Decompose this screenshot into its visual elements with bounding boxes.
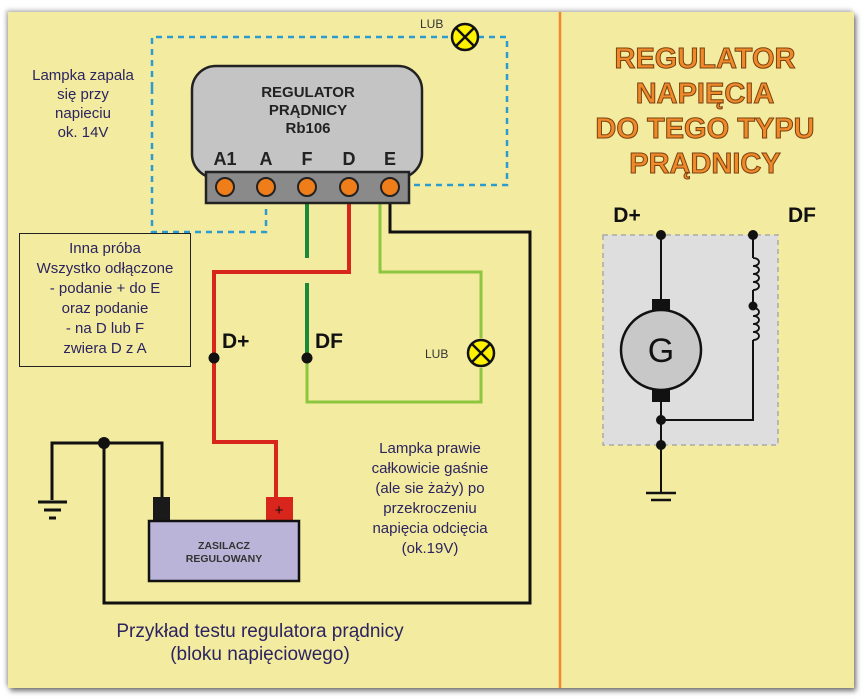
note-line: (ale sie żaży) po: [375, 480, 485, 497]
wire-df-green: [305, 358, 483, 404]
power-supply-label-1: ZASILACZ: [198, 540, 250, 552]
note-line: (ok.19V): [401, 540, 459, 557]
title-line: DO TEGO TYPU: [595, 113, 815, 146]
title-line: NAPIĘCIA: [635, 78, 775, 111]
dashed-wire-top-left: [150, 35, 452, 88]
positive-terminal: [266, 497, 293, 521]
lamp-icon-middle: [466, 338, 496, 368]
note-line: - podanie + do E: [49, 280, 161, 297]
generator-d-plus-label: D+: [613, 204, 640, 227]
gen-junction-dot: [656, 415, 666, 425]
lamp-icon-top: [450, 22, 480, 52]
note-lamp-lights: Lampka zapala się przy napieciu ok. 14V: [18, 66, 148, 142]
note-line: Inna próba: [69, 240, 141, 257]
ground-icon-left: [38, 500, 67, 520]
brush-top: [652, 299, 670, 311]
dashed-wire-left: [150, 88, 268, 234]
regulator-title-2: PRĄDNICY: [269, 102, 347, 119]
wire-ground: [50, 441, 164, 500]
lub-label-middle: LUB: [425, 347, 448, 361]
d-plus-dot: [208, 352, 220, 364]
dashed-wire-top-right: [410, 35, 509, 187]
generator-symbol: G: [648, 332, 674, 370]
plus-sign: +: [275, 502, 284, 519]
note-line: ok. 14V: [57, 124, 109, 141]
note-line: oraz podanie: [61, 300, 149, 317]
gen-ground-dot: [656, 440, 666, 450]
right-panel-title: REGULATOR NAPIĘCIA DO TEGO TYPU PRĄDNICY: [580, 42, 830, 182]
note-lamp-dims: Lampka prawie całkowicie gaśnie (ale sie…: [350, 439, 510, 559]
regulator-title-1: REGULATOR: [261, 84, 355, 101]
terminal-label-f: F: [302, 149, 313, 169]
lub-label-top: LUB: [420, 17, 443, 31]
title-line: PRĄDNICY: [629, 148, 781, 181]
power-supply-label-2: REGULOWANY: [186, 553, 262, 565]
coil-mid-dot: [748, 301, 758, 311]
note-line: napięcia odcięcia: [372, 520, 488, 537]
terminal-e: [380, 177, 400, 197]
note-line: Wszystko odłączone: [36, 260, 174, 277]
caption-line: Przykład testu regulatora prądnicy: [116, 621, 404, 642]
note-line: napieciu: [55, 105, 111, 122]
terminal-label-a: A: [260, 149, 273, 169]
df-label: DF: [315, 330, 343, 353]
ground-icon-right: [646, 491, 676, 502]
wire-e-black: [102, 203, 532, 605]
terminal-f: [297, 177, 317, 197]
note-line: Lampka prawie: [379, 440, 481, 457]
caption-line: (bloku napięciowego): [170, 644, 350, 665]
note-other-test: Inna próba Wszystko odłączone - podanie …: [19, 233, 191, 367]
df-dot: [301, 352, 313, 364]
note-line: się przy: [57, 86, 109, 103]
terminal-label-e: E: [384, 149, 396, 169]
generator-icon: [619, 308, 703, 392]
negative-terminal: [153, 497, 170, 521]
note-line: zwiera D z A: [63, 340, 147, 357]
terminal-label-d: D: [343, 149, 356, 169]
diagram-caption: Przykład testu regulatora prądnicy (blok…: [60, 620, 460, 666]
terminal-label-a1: A1: [213, 149, 236, 169]
terminal-d: [339, 177, 359, 197]
note-line: całkowicie gaśnie: [371, 460, 489, 477]
terminal-a1: [215, 177, 235, 197]
wire-e-green: [378, 203, 483, 338]
power-supply-box: [147, 519, 301, 583]
junction-dot: [98, 437, 110, 449]
note-line: - na D lub F: [65, 320, 145, 337]
terminal-a: [256, 177, 276, 197]
title-line: REGULATOR: [614, 43, 796, 76]
generator-df-label: DF: [788, 204, 816, 227]
gen-d-plus-dot: [656, 230, 666, 240]
regulator-title-3: Rb106: [285, 120, 330, 137]
d-plus-label: D+: [222, 330, 249, 353]
brush-bottom: [652, 390, 670, 402]
field-coil-icon: [752, 257, 760, 341]
wire-coil-return: [661, 340, 754, 421]
note-line: przekroczeniu: [383, 500, 477, 517]
note-line: Lampka zapala: [32, 67, 134, 84]
